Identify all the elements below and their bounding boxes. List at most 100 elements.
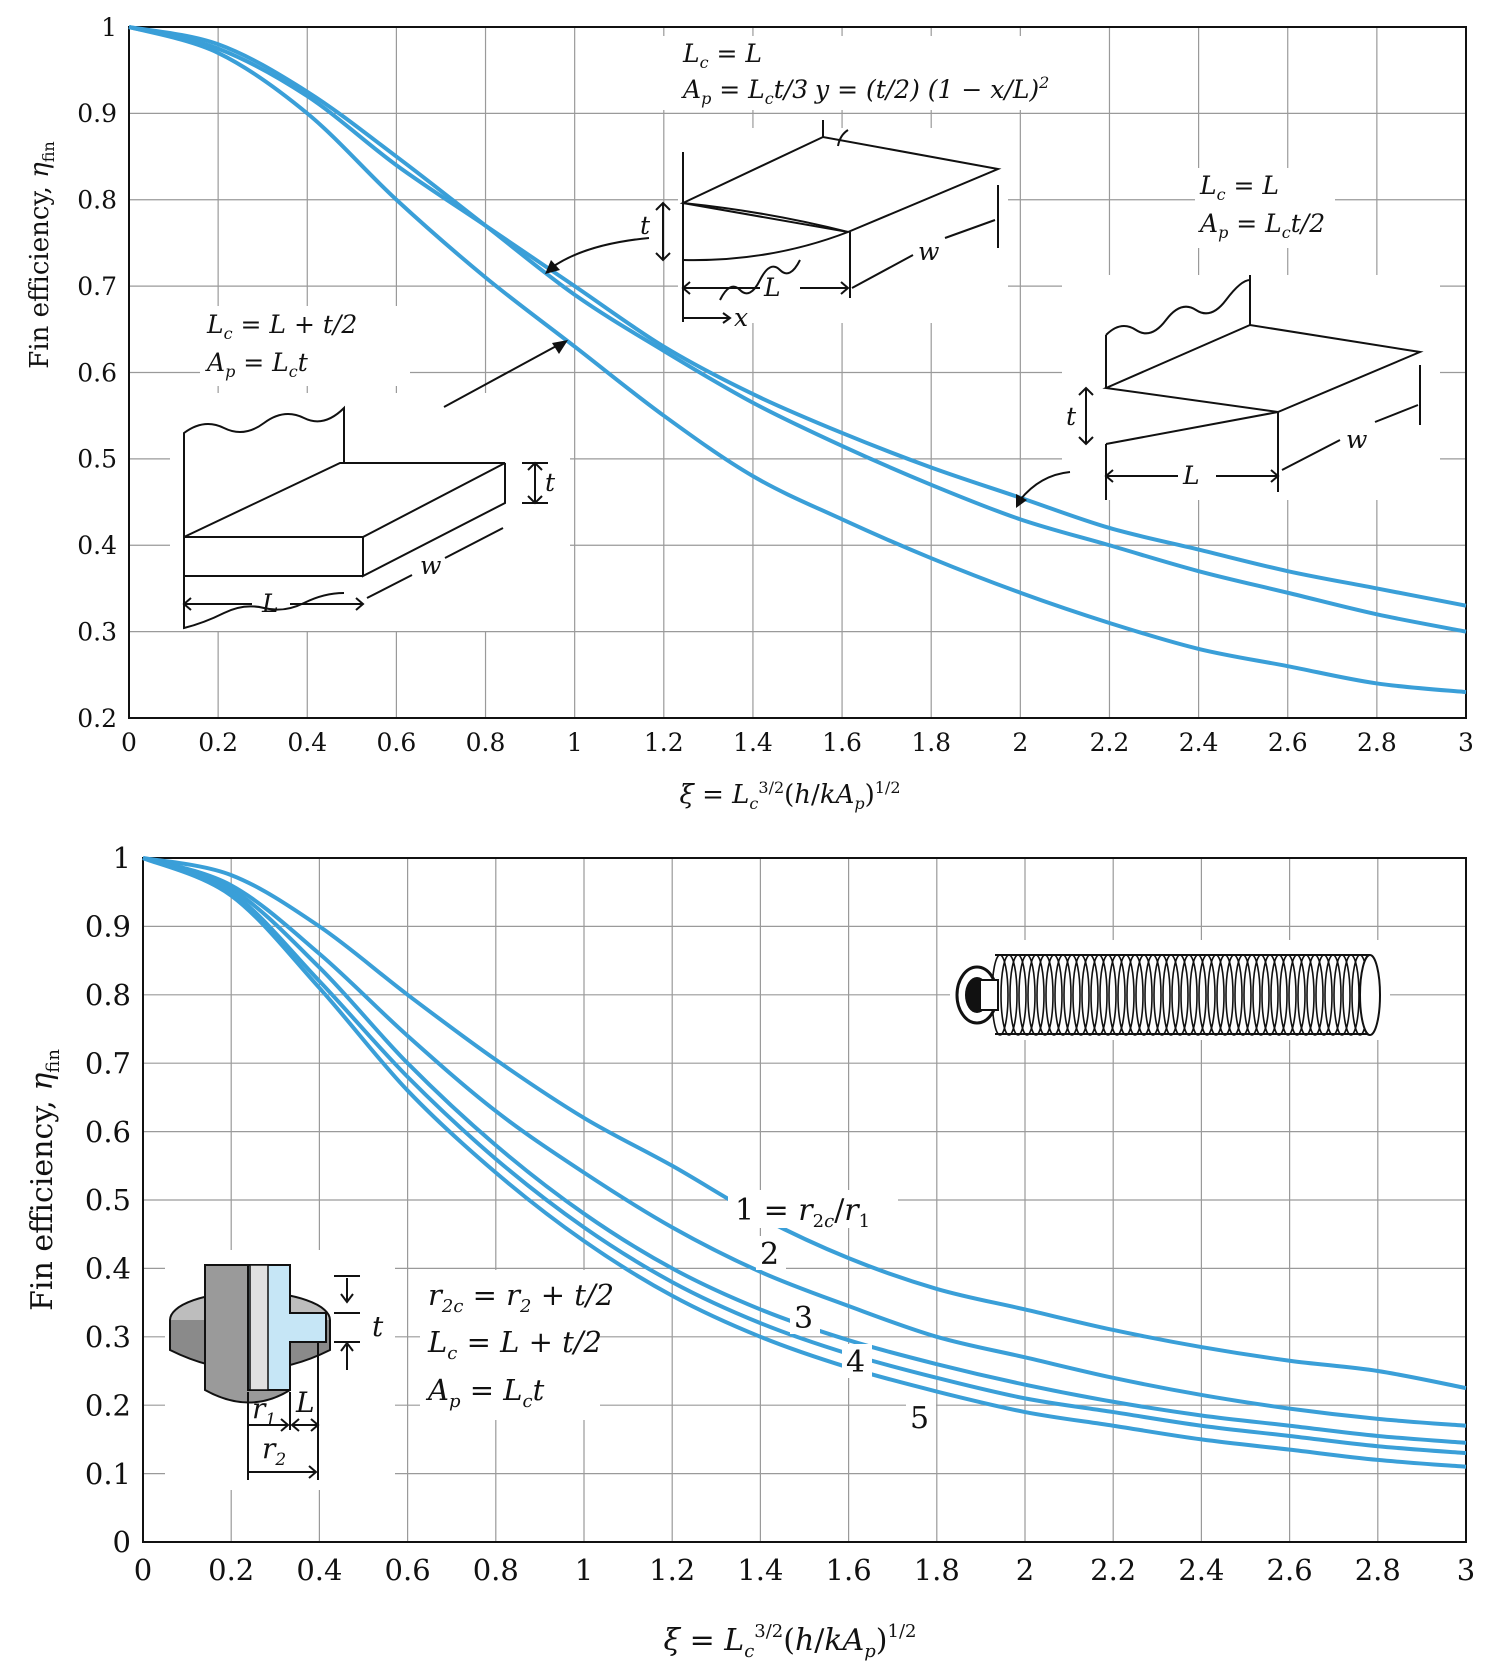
annotation-leader-arrows	[443, 237, 1071, 508]
fin-ring	[1243, 954, 1261, 1036]
series-line-5	[142, 856, 1467, 1469]
svg-text:Lc = L + t/2: Lc = L + t/2	[206, 310, 357, 343]
svg-text:Lc = L + t/2: Lc = L + t/2	[427, 1325, 602, 1364]
series-line-2	[142, 856, 1467, 1428]
y-tick-label: 0.6	[85, 1115, 131, 1149]
x-tick-label: 2.6	[1268, 728, 1308, 757]
fin-ring	[1288, 954, 1306, 1036]
fin-ring	[1009, 954, 1027, 1036]
y-tick-label: 1	[113, 841, 131, 875]
series-label-1: 1 = r2c/r1	[735, 1193, 870, 1232]
fin-ring	[1324, 954, 1342, 1036]
series-label-5: 5	[910, 1401, 929, 1436]
fin-ring	[1000, 954, 1018, 1036]
svg-text:L: L	[1182, 461, 1200, 490]
x-tick-label: 1.8	[911, 728, 951, 757]
fin-ring	[1297, 954, 1315, 1036]
x-tick-label: 0.8	[473, 1553, 519, 1587]
y-tick-label: 0.5	[85, 1183, 131, 1217]
fin-ring	[1054, 954, 1072, 1036]
svg-text:y = (t/2) (1 − x/L)2: y = (t/2) (1 − x/L)2	[814, 73, 1049, 104]
fin-ring	[1207, 954, 1225, 1036]
x-tick-label: 2.4	[1179, 728, 1219, 757]
fin-ring	[1270, 954, 1288, 1036]
y-tick-label: 0.4	[85, 1252, 131, 1286]
fin-ring	[1162, 954, 1180, 1036]
y-tick-label: 0.2	[77, 704, 117, 733]
series-label-4: 4	[846, 1345, 865, 1380]
x-tick-label: 1	[575, 1553, 593, 1587]
x-tick-label: 2	[1016, 1553, 1034, 1587]
series-label-2: 2	[760, 1237, 779, 1272]
x-tick-label: 3	[1458, 728, 1474, 757]
tube-fin-rings	[991, 954, 1381, 1036]
y-tick-label: 0.3	[77, 617, 117, 646]
y-tick-label: 0.9	[77, 99, 117, 128]
fin-ring	[1279, 954, 1297, 1036]
fin-ring	[1198, 954, 1216, 1036]
parabolic-fin-annotation: Lc = L Ap = Lct/3 y = (t/2) (1 − x/L)2 t…	[640, 36, 1055, 332]
y-tick-label: 0.8	[77, 186, 117, 215]
y-tick-label: 0.9	[85, 910, 131, 944]
svg-text:Lc = L: Lc = L	[682, 39, 762, 72]
x-tick-label: 1.4	[733, 728, 773, 757]
y-axis-label: Fin efficiency, ηfin	[25, 141, 58, 368]
y-tick-label: 0.6	[77, 358, 117, 387]
svg-text:Lc = L: Lc = L	[1199, 171, 1279, 204]
svg-text:w: w	[1346, 425, 1367, 454]
fin-ring	[1108, 954, 1126, 1036]
y-tick-label: 0.5	[77, 445, 117, 474]
fin-ring	[1189, 954, 1207, 1036]
fin-ring	[1306, 954, 1324, 1036]
svg-text:w: w	[918, 237, 939, 266]
svg-text:L: L	[261, 589, 279, 618]
fin-ring	[1252, 954, 1270, 1036]
fin-ring	[1027, 954, 1045, 1036]
chart-series-lines	[128, 25, 1467, 695]
fin-ring	[1144, 954, 1162, 1036]
fin-ring	[1180, 954, 1198, 1036]
fin-ring	[1234, 954, 1252, 1036]
fin-ring	[1090, 954, 1108, 1036]
fin-ring	[1225, 954, 1243, 1036]
x-tick-label: 1.8	[914, 1553, 960, 1587]
plot-frame	[128, 26, 1467, 719]
x-axis-label: ξ = Lc3/2(h/kAp)1/2	[664, 1621, 917, 1662]
y-tick-label: 0.1	[85, 1457, 131, 1491]
series-line-3	[142, 856, 1467, 1445]
series-line-3	[128, 25, 1467, 695]
svg-text:t: t	[1066, 402, 1077, 431]
plot-frame	[142, 857, 1467, 1543]
x-tick-label: 2	[1012, 728, 1028, 757]
x-tick-label: 0.2	[208, 1553, 254, 1587]
svg-text:t: t	[372, 1310, 384, 1343]
x-tick-label: 3	[1457, 1553, 1475, 1587]
x-axis-label: ξ = Lc3/2(h/kAp)1/2	[680, 778, 901, 813]
svg-text:L: L	[763, 273, 781, 302]
fin-ring	[1099, 954, 1117, 1036]
svg-text:Ap = Lct/3: Ap = Lct/3	[681, 75, 808, 108]
svg-text:Ap = Lct/2: Ap = Lct/2	[1198, 209, 1325, 242]
svg-text:t: t	[545, 468, 556, 497]
y-tick-label: 0.3	[85, 1320, 131, 1354]
x-tick-label: 1	[567, 728, 583, 757]
y-tick-label: 0	[113, 1525, 131, 1559]
fin-ring	[1117, 954, 1135, 1036]
x-tick-label: 0.2	[198, 728, 238, 757]
annular-fin-sketch: r1 L r2 t	[165, 1250, 395, 1490]
x-tick-label: 1.6	[822, 728, 862, 757]
finned-tube-sketch	[950, 940, 1390, 1040]
x-tick-label: 1.2	[644, 728, 684, 757]
fin-ring	[1333, 954, 1351, 1036]
fin-ring	[1153, 954, 1171, 1036]
fin-ring	[1081, 954, 1099, 1036]
x-tick-label: 0.8	[466, 728, 506, 757]
x-tick-label: 2.2	[1090, 728, 1130, 757]
y-axis-label: Fin efficiency, ηfin	[25, 1049, 64, 1311]
x-tick-label: 2.6	[1267, 1553, 1313, 1587]
x-tick-label: 0	[121, 728, 137, 757]
dim-t-label: t	[640, 211, 651, 240]
annular-fin-definitions: r2c = r2 + t/2 Lc = L + t/2 Ap = Lct	[420, 1270, 614, 1420]
